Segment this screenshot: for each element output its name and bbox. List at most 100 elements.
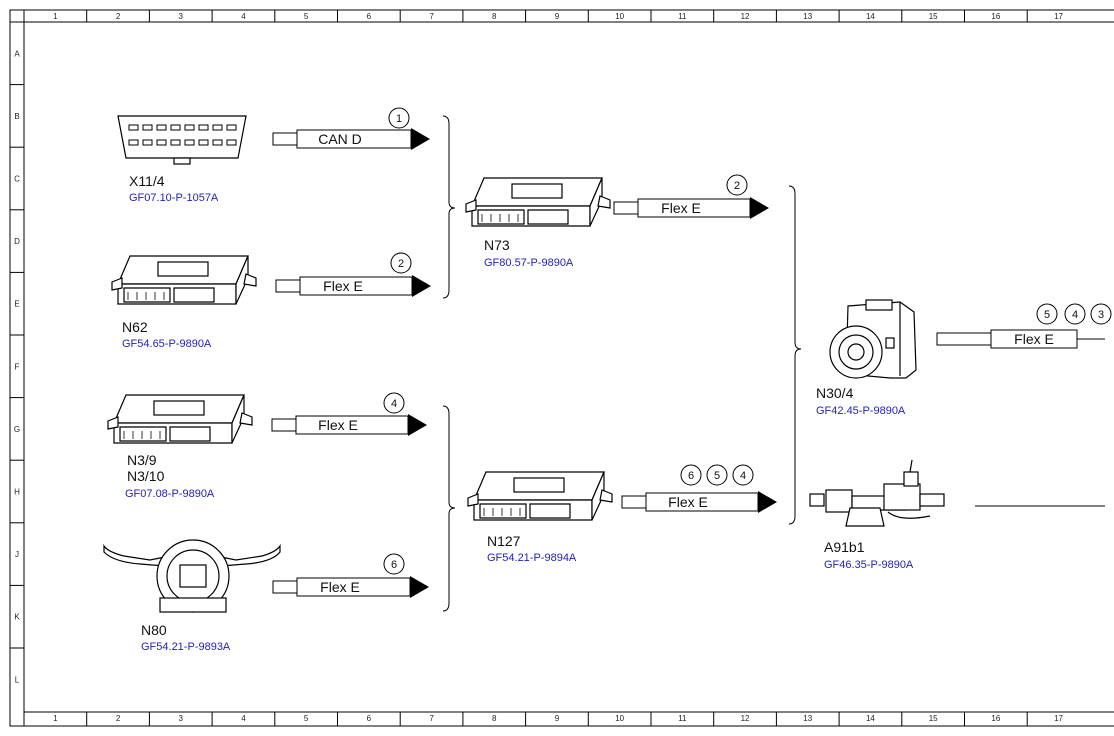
a91b1-label: A91b1	[824, 539, 865, 555]
bracket-n127-inputs	[442, 405, 456, 612]
bus-label: Flex E	[661, 200, 701, 216]
bus-number: 3	[1098, 309, 1104, 321]
grid-column-label: 3	[179, 714, 184, 723]
grid-row-label: H	[14, 488, 20, 497]
module-connector	[529, 503, 571, 519]
n80-label: N80	[141, 622, 167, 638]
x11-4-ref-link[interactable]: GF07.10-P-1057A	[129, 192, 219, 204]
n80-ref-link[interactable]: GF54.21-P-9893A	[141, 641, 231, 653]
grid-column-label: 9	[555, 714, 560, 723]
module-connector	[169, 426, 211, 442]
n80-bus-arrow: Flex E 6	[272, 553, 429, 598]
module-mount-tab	[599, 489, 613, 503]
grid-column-label: 10	[615, 714, 624, 723]
module-connector	[123, 287, 171, 303]
drawing-frame	[9, 9, 1114, 727]
n30-4-bus-arrow: Flex E 5 4 3	[936, 303, 1112, 349]
grid-column-label: 8	[492, 714, 497, 723]
grid-column-label: 16	[991, 12, 1000, 21]
n30-4-ref-link[interactable]: GF42.45-P-9890A	[816, 405, 906, 417]
grid-row-label: F	[15, 362, 20, 371]
n30-4-esp-unit-icon	[829, 299, 917, 379]
bracket-n73-inputs	[442, 115, 456, 299]
grid-column-label: 6	[367, 12, 372, 21]
module-mount-tab	[597, 195, 611, 209]
n30-4-label: N30/4	[816, 385, 854, 401]
bus-number: 4	[1072, 309, 1078, 321]
bus-label: Flex E	[318, 417, 358, 433]
bus-number: 1	[396, 113, 402, 125]
n73-control-module-icon	[465, 177, 611, 227]
bus-number: 6	[391, 559, 397, 571]
grid-row-label: E	[14, 300, 19, 309]
x11-4-bus-arrow: CAN D 1	[272, 107, 430, 150]
n127-control-module-icon	[467, 471, 613, 521]
grid-column-label: 2	[116, 12, 121, 21]
bus-label: Flex E	[323, 278, 363, 294]
grid-row-label: B	[14, 112, 19, 121]
n62-label: N62	[122, 319, 148, 335]
module-connector	[527, 209, 569, 225]
module-label-plate	[511, 183, 563, 199]
module-mount-tab	[465, 199, 477, 213]
n73-ref-link[interactable]: GF80.57-P-9890A	[484, 257, 574, 269]
grid-column-label: 11	[678, 714, 687, 723]
grid-column-label: 13	[803, 714, 812, 723]
module-connector	[477, 209, 525, 225]
bus-number: 4	[740, 470, 746, 482]
grid-column-label: 1	[53, 714, 58, 723]
module-connector	[173, 287, 215, 303]
grid-column-label: 11	[678, 12, 687, 21]
module-mount-tab	[239, 412, 253, 426]
grid-column-label: 6	[367, 714, 372, 723]
grid-column-label: 2	[116, 714, 121, 723]
bus-number: 6	[688, 470, 694, 482]
grid-column-label: 1	[53, 12, 58, 21]
bus-label: Flex E	[320, 579, 360, 595]
grid-row-label: A	[14, 49, 20, 58]
n3-9-bus-arrow: Flex E 4	[271, 392, 427, 436]
a91b1-steering-gear-icon	[809, 459, 945, 527]
n62-control-module-icon	[111, 255, 257, 305]
module-mount-tab	[111, 277, 123, 291]
a91b1-ref-link[interactable]: GF46.35-P-9890A	[824, 559, 914, 571]
grid-column-label: 16	[991, 714, 1000, 723]
grid-column-label: 9	[555, 12, 560, 21]
bus-number: 5	[714, 470, 720, 482]
grid-column-label: 7	[429, 12, 434, 21]
n127-ref-link[interactable]: GF54.21-P-9894A	[487, 552, 577, 564]
grid-row-label: C	[14, 175, 20, 184]
grid-column-label: 4	[241, 714, 246, 723]
grid-row-label: G	[14, 425, 20, 434]
n62-ref-link[interactable]: GF54.65-P-9890A	[122, 338, 212, 350]
n3-9-label: N3/9	[127, 452, 157, 468]
n73-bus-arrow: Flex E 2	[613, 174, 769, 219]
bus-label: Flex E	[1014, 331, 1054, 347]
grid-column-label: 8	[492, 12, 497, 21]
module-mount-tab	[243, 273, 257, 287]
grid-column-label: 3	[179, 12, 184, 21]
brackets	[442, 115, 802, 612]
grid-column-label: 5	[304, 12, 309, 21]
grid-column-label: 7	[429, 714, 434, 723]
n3-9-ref-link[interactable]: GF07.08-P-9890A	[125, 488, 215, 500]
bus-label: CAN D	[318, 131, 362, 147]
bracket-n30-4-inputs	[788, 185, 802, 525]
grid-column-label: 13	[803, 12, 812, 21]
n3-9-control-module-icon	[107, 394, 253, 444]
grid-column-label: 14	[866, 12, 875, 21]
x11-4-obd-connector-icon	[117, 115, 247, 165]
grid-column-label: 17	[1054, 714, 1063, 723]
bus-number: 4	[391, 398, 397, 410]
grid-row-label: J	[15, 550, 19, 559]
bus-number: 5	[1044, 309, 1050, 321]
x11-4-label: X11/4	[129, 173, 165, 189]
bus-number: 2	[398, 258, 404, 270]
module-label-plate	[157, 261, 209, 277]
module-mount-tab	[467, 493, 479, 507]
module-mount-tab	[107, 416, 119, 430]
